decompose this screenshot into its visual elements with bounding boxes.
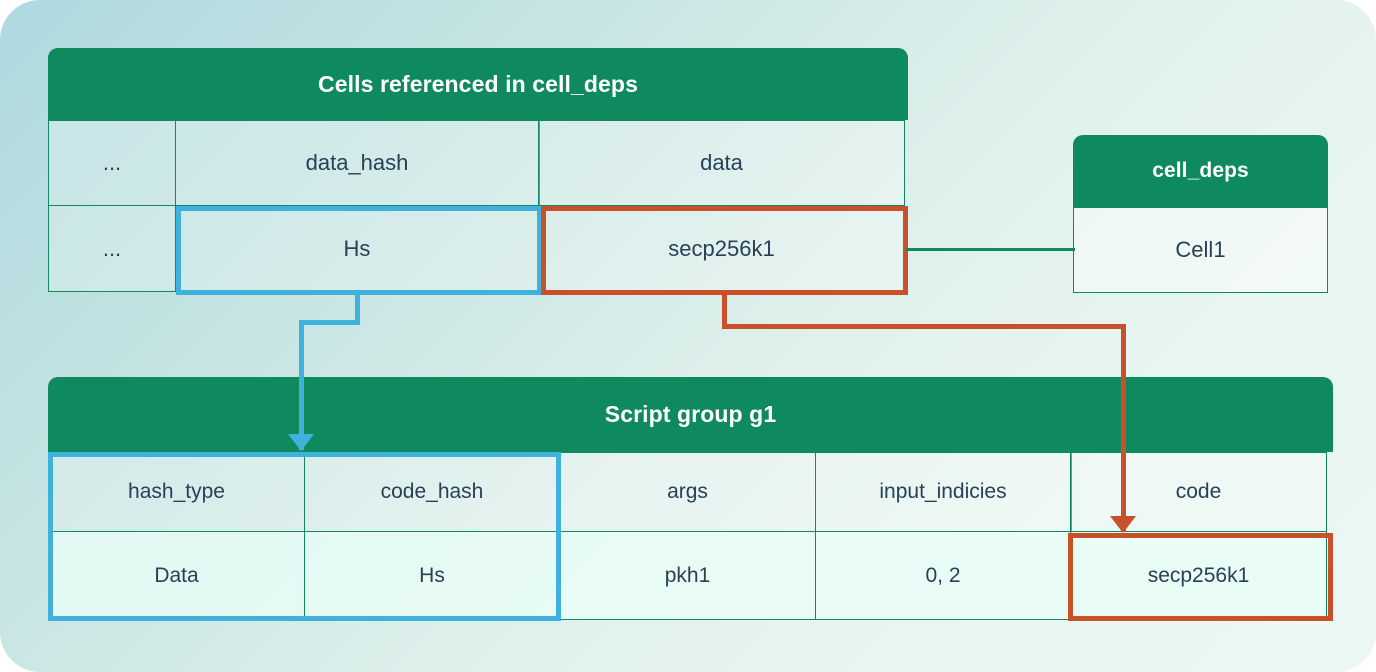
connector-segment <box>299 320 360 325</box>
column-header-hash-type: hash_type <box>48 452 305 532</box>
script-group-table-row: Data Hs pkh1 0, 2 secp256k1 <box>48 532 1333 620</box>
cells-referenced-table-header: Cells referenced in cell_deps <box>48 48 908 120</box>
connector-segment <box>722 293 727 329</box>
cell-deps-table-row: Cell1 <box>1073 207 1328 293</box>
column-header-ellipsis: ... <box>48 120 176 206</box>
connector-segment <box>906 248 1075 251</box>
cell-args-value: pkh1 <box>559 532 816 620</box>
script-group-column-header-row: hash_type code_hash args input_indicies … <box>48 452 1333 532</box>
cells-referenced-table: Cells referenced in cell_deps ... data_h… <box>48 48 908 292</box>
cells-referenced-column-header-row: ... data_hash data <box>48 120 908 206</box>
cell-deps-table: cell_deps Cell1 <box>1073 135 1328 293</box>
cell-hash-type-value: Data <box>48 532 305 620</box>
cell-ellipsis: ... <box>48 206 176 292</box>
cell-input-indicies-value: 0, 2 <box>814 532 1072 620</box>
column-header-code: code <box>1070 452 1327 532</box>
script-group-table-header: Script group g1 <box>48 377 1333 452</box>
cell-data-value: secp256k1 <box>538 206 905 292</box>
column-header-input-indicies: input_indicies <box>814 452 1072 532</box>
connector-segment <box>722 324 1126 329</box>
column-header-code-hash: code_hash <box>303 452 561 532</box>
cell-data-hash-value: Hs <box>174 206 540 292</box>
column-header-data: data <box>538 120 905 206</box>
cell-deps-table-header: cell_deps <box>1073 135 1328 207</box>
column-header-data-hash: data_hash <box>174 120 540 206</box>
cell-code-hash-value: Hs <box>303 532 561 620</box>
cells-referenced-table-row: ... Hs secp256k1 <box>48 206 908 292</box>
script-group-table: Script group g1 hash_type code_hash args… <box>48 377 1333 620</box>
cell-deps-cell1: Cell1 <box>1073 207 1328 293</box>
connector-segment <box>355 293 360 325</box>
cell-code-value: secp256k1 <box>1070 532 1327 620</box>
column-header-args: args <box>559 452 816 532</box>
